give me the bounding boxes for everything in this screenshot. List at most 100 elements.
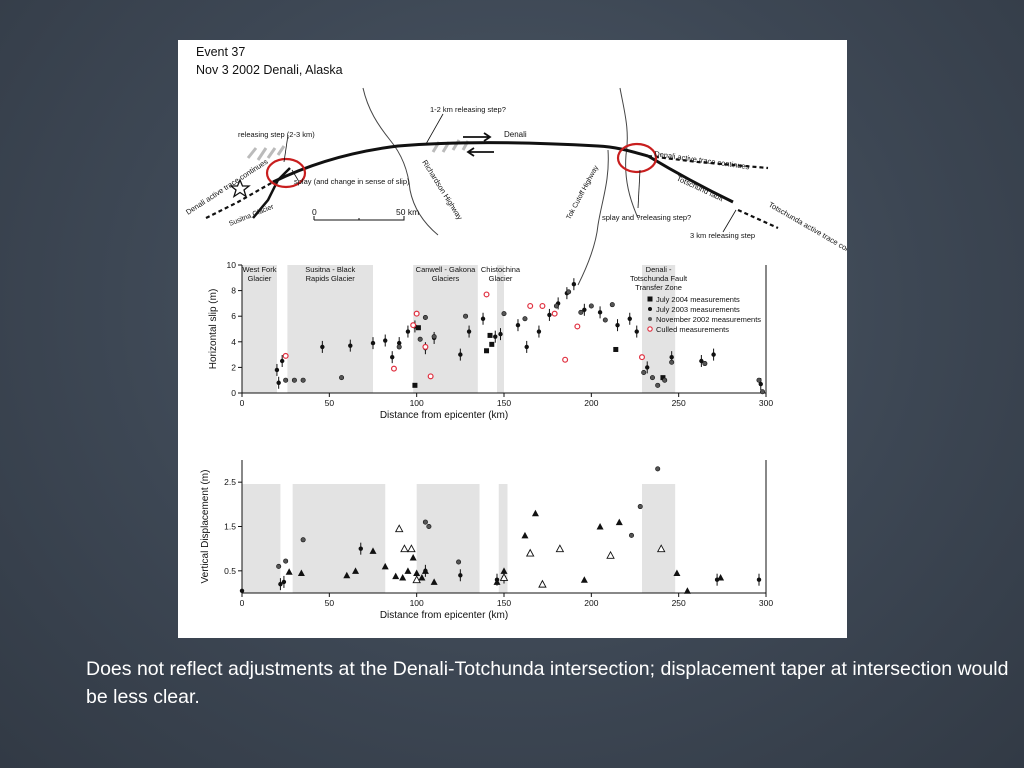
y-tick-label: 4 bbox=[231, 337, 236, 347]
zone-label: Denali - bbox=[646, 265, 672, 274]
data-point-dot bbox=[536, 329, 542, 334]
data-point-culled bbox=[539, 302, 546, 309]
totschunda-dashed bbox=[737, 208, 779, 230]
data-point-dot bbox=[645, 365, 650, 370]
slip-arrow-west-icon bbox=[466, 147, 494, 157]
data-point-circle bbox=[641, 370, 647, 376]
data-point-triangle bbox=[297, 569, 305, 577]
data-point-circle bbox=[422, 519, 428, 525]
data-point-triangle bbox=[615, 518, 623, 526]
x-tick-label: 50 bbox=[325, 598, 335, 608]
data-point-circle bbox=[283, 377, 289, 383]
figure-svg: Event 37 Nov 3 2002 Denali, Alaska bbox=[184, 45, 847, 621]
data-point-triangle-open bbox=[499, 573, 509, 581]
data-point-circle bbox=[456, 559, 462, 565]
epicenter-star-icon bbox=[229, 178, 251, 199]
totschunda-fault-trace bbox=[647, 154, 734, 204]
data-point-square bbox=[484, 348, 490, 354]
data-point-triangle bbox=[521, 531, 529, 539]
data-point-dot bbox=[390, 354, 395, 360]
zone-label: Rapids Glacier bbox=[306, 274, 356, 283]
data-point-triangle bbox=[399, 573, 407, 581]
data-point-triangle bbox=[717, 573, 725, 581]
zone-label: Transfer Zone bbox=[635, 283, 682, 292]
data-point-triangle bbox=[580, 576, 588, 583]
data-point-dot bbox=[383, 338, 388, 343]
data-point-dot bbox=[547, 312, 552, 318]
data-point-triangle bbox=[421, 567, 429, 574]
zone-label: Canwell - Gakona bbox=[416, 265, 476, 274]
leader-line bbox=[291, 169, 299, 181]
data-point-dot bbox=[239, 588, 245, 593]
y-axis-label: Vertical Displacement (m) bbox=[200, 470, 211, 584]
data-point-circle bbox=[417, 336, 423, 342]
data-point-circle bbox=[588, 303, 594, 309]
data-point-dot bbox=[405, 329, 411, 334]
data-point-triangle bbox=[500, 567, 508, 574]
data-point-circle bbox=[276, 563, 282, 569]
scale-label-0: 0 bbox=[312, 207, 317, 217]
data-point-culled bbox=[483, 291, 490, 298]
data-point-triangle bbox=[352, 567, 360, 574]
data-point-circle bbox=[426, 523, 432, 529]
data-point-dot bbox=[582, 307, 587, 312]
data-point-culled bbox=[551, 310, 558, 317]
data-point-dot bbox=[758, 381, 763, 387]
data-point-triangle-open bbox=[400, 544, 409, 553]
data-point-dot bbox=[597, 310, 603, 315]
data-point-dot bbox=[278, 581, 283, 587]
zone-label: Glaciers bbox=[432, 274, 460, 283]
data-point-square bbox=[613, 346, 619, 352]
zone-band bbox=[498, 484, 508, 593]
label-releasing-step-2-3: releasing step (2-3 km) bbox=[238, 130, 315, 139]
figure-title-line1: Event 37 bbox=[196, 45, 245, 59]
data-point-circle bbox=[300, 537, 306, 543]
data-point-dot bbox=[466, 329, 472, 334]
legend-entry: November 2002 measurements bbox=[656, 315, 761, 324]
data-point-circle bbox=[702, 361, 708, 367]
data-point-triangle bbox=[343, 571, 351, 579]
data-point-circle bbox=[669, 359, 675, 365]
data-point-culled bbox=[390, 365, 397, 372]
data-point-dot bbox=[480, 316, 486, 321]
zone-label: Totschunda Fault bbox=[630, 274, 688, 283]
data-point-culled bbox=[422, 343, 429, 350]
data-point-dot bbox=[276, 380, 281, 385]
data-point-dot bbox=[627, 316, 632, 321]
data-point-triangle-open bbox=[555, 544, 565, 553]
data-point-triangle bbox=[392, 572, 400, 580]
data-point-culled bbox=[427, 373, 434, 380]
data-point-triangle bbox=[418, 573, 426, 581]
slip-arrow-east-icon bbox=[463, 132, 492, 142]
legend-entry: July 2004 measurements bbox=[656, 295, 740, 304]
denali-fault-trace bbox=[272, 141, 649, 184]
scale-label-50: 50 km bbox=[396, 207, 419, 217]
data-point-dot bbox=[320, 344, 325, 350]
y-tick-label: 0 bbox=[231, 388, 236, 398]
y-tick-label: 8 bbox=[231, 286, 236, 296]
data-point-circle bbox=[422, 314, 428, 320]
data-point-dot bbox=[281, 579, 287, 585]
leader-line bbox=[283, 134, 289, 163]
data-point-circle bbox=[522, 316, 528, 322]
data-point-circle bbox=[501, 311, 507, 317]
data-point-circle bbox=[283, 558, 289, 564]
data-point-circle bbox=[578, 309, 584, 315]
data-point-circle bbox=[602, 317, 608, 323]
zone-label: Chistochina bbox=[481, 265, 521, 274]
data-point-circle bbox=[629, 532, 635, 538]
data-point-circle bbox=[463, 313, 469, 319]
x-axis-label: Distance from epicenter (km) bbox=[380, 610, 508, 621]
data-point-circle bbox=[649, 375, 655, 381]
data-point-circle bbox=[609, 302, 615, 308]
data-point-dot bbox=[458, 573, 463, 578]
data-point-triangle bbox=[531, 509, 539, 517]
zone-band bbox=[242, 265, 277, 393]
data-point-triangle-open bbox=[538, 579, 547, 588]
x-tick-label: 300 bbox=[759, 398, 773, 408]
data-point-triangle bbox=[285, 568, 293, 575]
y-tick-label: 10 bbox=[227, 260, 237, 270]
legend-swatch bbox=[647, 296, 653, 302]
data-point-square bbox=[489, 341, 495, 347]
data-point-triangle-open bbox=[656, 544, 666, 553]
